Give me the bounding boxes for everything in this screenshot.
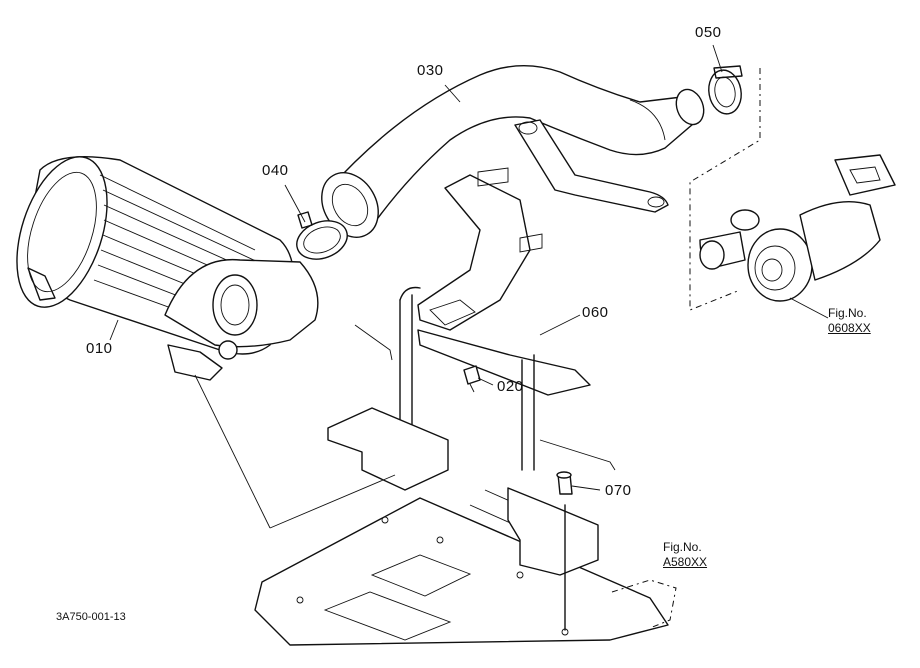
figure-ref-frame-number: A580XX xyxy=(663,555,708,569)
floor-plate xyxy=(254,489,669,646)
bolt-020 xyxy=(463,365,481,393)
figure-ref-turbo-number: 0608XX xyxy=(828,321,871,335)
part-label-010: 010 xyxy=(86,340,113,357)
bolt-070 xyxy=(556,471,573,495)
turbocharger xyxy=(699,154,896,302)
part-label-060: 060 xyxy=(582,304,609,321)
figure-ref-frame: Fig.No. A580XX xyxy=(663,540,707,570)
figure-ref-turbo-label: Fig.No. xyxy=(828,306,867,320)
part-label-040: 040 xyxy=(262,162,289,179)
leader-lines xyxy=(109,44,829,529)
air-cleaner xyxy=(16,156,319,381)
intake-hose xyxy=(321,65,705,238)
support-brackets xyxy=(327,286,616,631)
part-label-070: 070 xyxy=(605,482,632,499)
part-label-050: 050 xyxy=(695,24,722,41)
part-label-030: 030 xyxy=(417,62,444,79)
mounting-stay xyxy=(417,119,669,396)
hose-clamp-040 xyxy=(296,211,348,260)
reference-boundaries xyxy=(611,68,761,629)
figure-ref-turbo: Fig.No. 0608XX xyxy=(828,306,871,336)
figure-ref-frame-label: Fig.No. xyxy=(663,540,702,554)
drawing-code: 3A750-001-13 xyxy=(56,611,126,623)
hose-clamp-050 xyxy=(708,65,743,115)
part-label-020: 020 xyxy=(497,378,524,395)
